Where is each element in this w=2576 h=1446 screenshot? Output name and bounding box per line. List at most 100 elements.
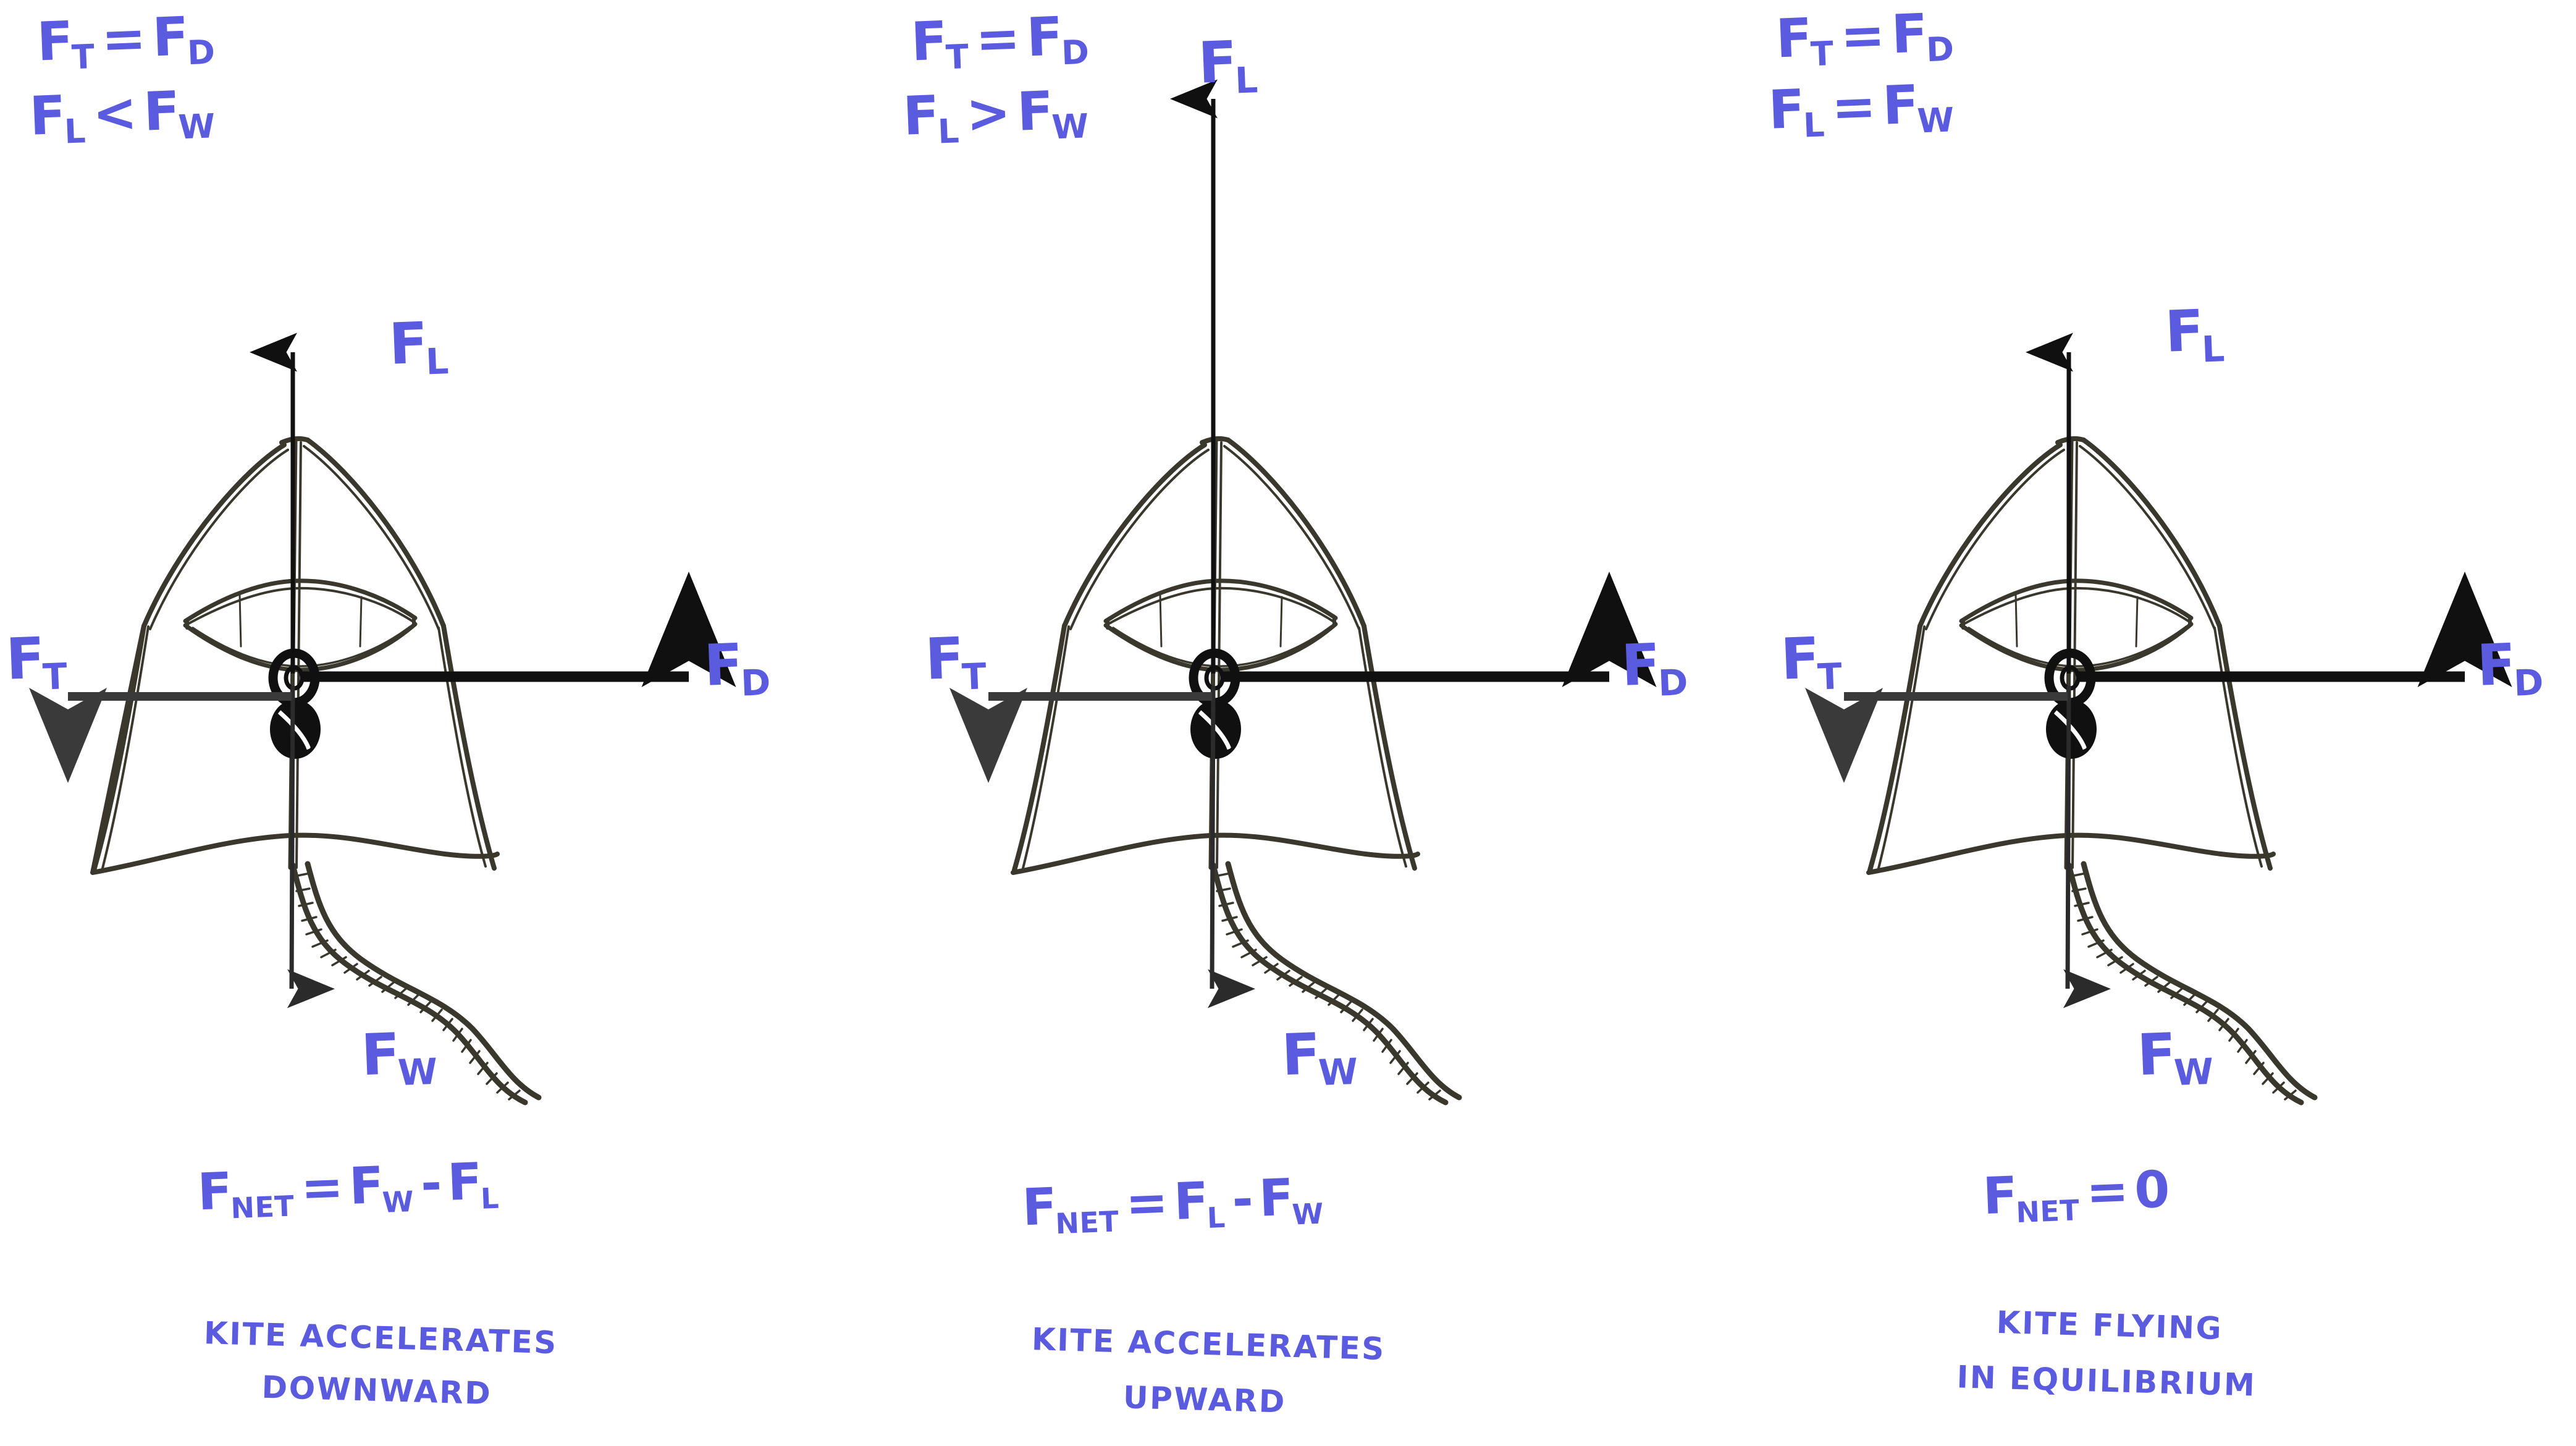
force-label-subscript: D [2512,661,2545,704]
force-label-base: F [2163,297,2206,365]
net-operator [2174,1160,2176,1219]
condition-rhs-sub: D [186,32,216,73]
condition-rhs-sub: W [1916,100,1955,141]
force-label-base: F [1280,1020,1323,1089]
condition-operator: < [91,82,139,145]
force-label-base: F [702,631,745,700]
caption-line-2: DOWNWARD [261,1369,493,1412]
caption-line-1: KITE ACCELERATES [203,1315,558,1361]
condition-rhs-sub: D [1925,29,1955,70]
kite-sketch [949,79,1657,1106]
condition-equation-2: FL<FW [28,80,217,151]
net-term1-sub: L [1206,1200,1226,1235]
net-term2-sub: L [480,1181,500,1216]
net-force-equation: FNET=FL-FW [1021,1168,1326,1240]
force-label-subscript: D [739,661,772,704]
net-operator: - [1231,1170,1255,1230]
condition-lhs-sub: T [1809,34,1835,74]
net-term2 [2179,1160,2182,1219]
force-label-subscript: T [41,654,69,698]
force-label-drag: FD [702,631,772,704]
force-label-subscript: W [2173,1050,2215,1094]
kite-bridle-hub [268,648,321,759]
condition-rhs-sub: W [1051,106,1090,147]
force-label-subscript: L [2200,327,2226,371]
condition-operator: = [1830,75,1878,139]
net-lhs: F [196,1162,234,1222]
condition-operator: = [1839,4,1887,68]
force-label-base: F [1779,625,1822,693]
condition-lhs-sub: L [63,111,87,151]
force-diagram-panel-3: FT=FD FL=FW [1717,0,2576,1446]
condition-equation-1: FT=FD [35,6,217,77]
force-label-lift: FL [2164,297,2226,371]
net-term2-sub [2178,1190,2179,1223]
force-label-weight: FW [2136,1021,2215,1094]
condition-operator: = [100,7,148,71]
force-label-subscript: D [1657,661,1690,704]
kite-frame [90,436,500,875]
net-term2-sub: W [1291,1196,1324,1232]
force-label-base: F [360,1020,402,1089]
force-label-lift: FL [388,310,450,383]
force-label-base: F [2136,1020,2178,1089]
condition-operator: = [974,7,1022,71]
caption-line-1: KITE ACCELERATES [1031,1321,1386,1368]
net-equals: = [300,1157,345,1218]
kite-sketch [28,332,736,1106]
force-label-base: F [1197,28,1239,96]
condition-equation-2: FL=FW [1767,74,1956,145]
condition-lhs: F [909,10,949,74]
condition-rhs: F [142,80,182,143]
condition-equation-1: FT=FD [1774,2,1956,74]
force-label-drag: FD [2476,632,2545,704]
condition-rhs-sub: D [1060,32,1090,73]
caption-line-1: KITE FLYING [1996,1304,2223,1347]
condition-rhs: F [1016,80,1055,143]
kite-sketch [1805,332,2512,1106]
net-lhs-sub: NET [2015,1193,2081,1229]
force-label-weight: FW [1281,1021,1359,1094]
net-force-equation: FNET=0 [1982,1160,2181,1229]
condition-equation-2: FL>FW [902,80,1091,151]
force-label-subscript: L [1234,58,1259,102]
force-label-subscript: T [1816,654,1843,698]
kite-frame [1011,436,1420,875]
net-lhs: F [1021,1177,1059,1238]
condition-lhs: F [28,84,68,148]
condition-lhs-sub: T [945,37,970,77]
force-label-base: F [387,310,430,378]
net-term1: 0 [2133,1160,2171,1220]
force-label-tension: FT [5,625,69,698]
force-arrow-weight [287,685,335,1008]
force-arrow-weight [2063,685,2111,1008]
condition-rhs: F [1025,6,1065,69]
net-lhs-sub: NET [1054,1204,1120,1240]
force-arrow-weight [1207,685,1255,1008]
net-term2: F [446,1152,484,1212]
condition-rhs-sub: W [177,106,216,147]
condition-lhs-sub: T [70,37,96,77]
force-label-subscript: L [424,339,450,383]
net-operator: - [419,1154,444,1214]
caption-line-2: IN EQUILIBRIUM [1956,1359,2257,1403]
kite-bridle-hub [1189,648,1241,759]
net-term1-sub: W [381,1184,415,1219]
force-diagram-panel-1: FT=FD FL<FW [0,0,859,1446]
condition-lhs: F [1774,7,1814,70]
kite-frame [1866,436,2276,875]
net-equals: = [2085,1162,2131,1222]
force-diagram-panel-2: FT=FD FL>FW [859,0,1717,1446]
condition-equation-1: FT=FD [909,6,1091,77]
force-label-subscript: W [1317,1050,1359,1094]
net-term1: F [348,1156,385,1216]
force-label-weight: FW [360,1021,439,1094]
condition-lhs: F [35,10,75,74]
force-label-subscript: T [961,654,988,698]
net-term2: F [1258,1168,1295,1228]
condition-lhs-sub: L [1802,105,1826,145]
force-label-lift: FL [1197,28,1259,102]
force-label-base: F [924,625,966,693]
net-lhs-sub: NET [230,1189,295,1225]
condition-rhs: F [1881,74,1921,137]
